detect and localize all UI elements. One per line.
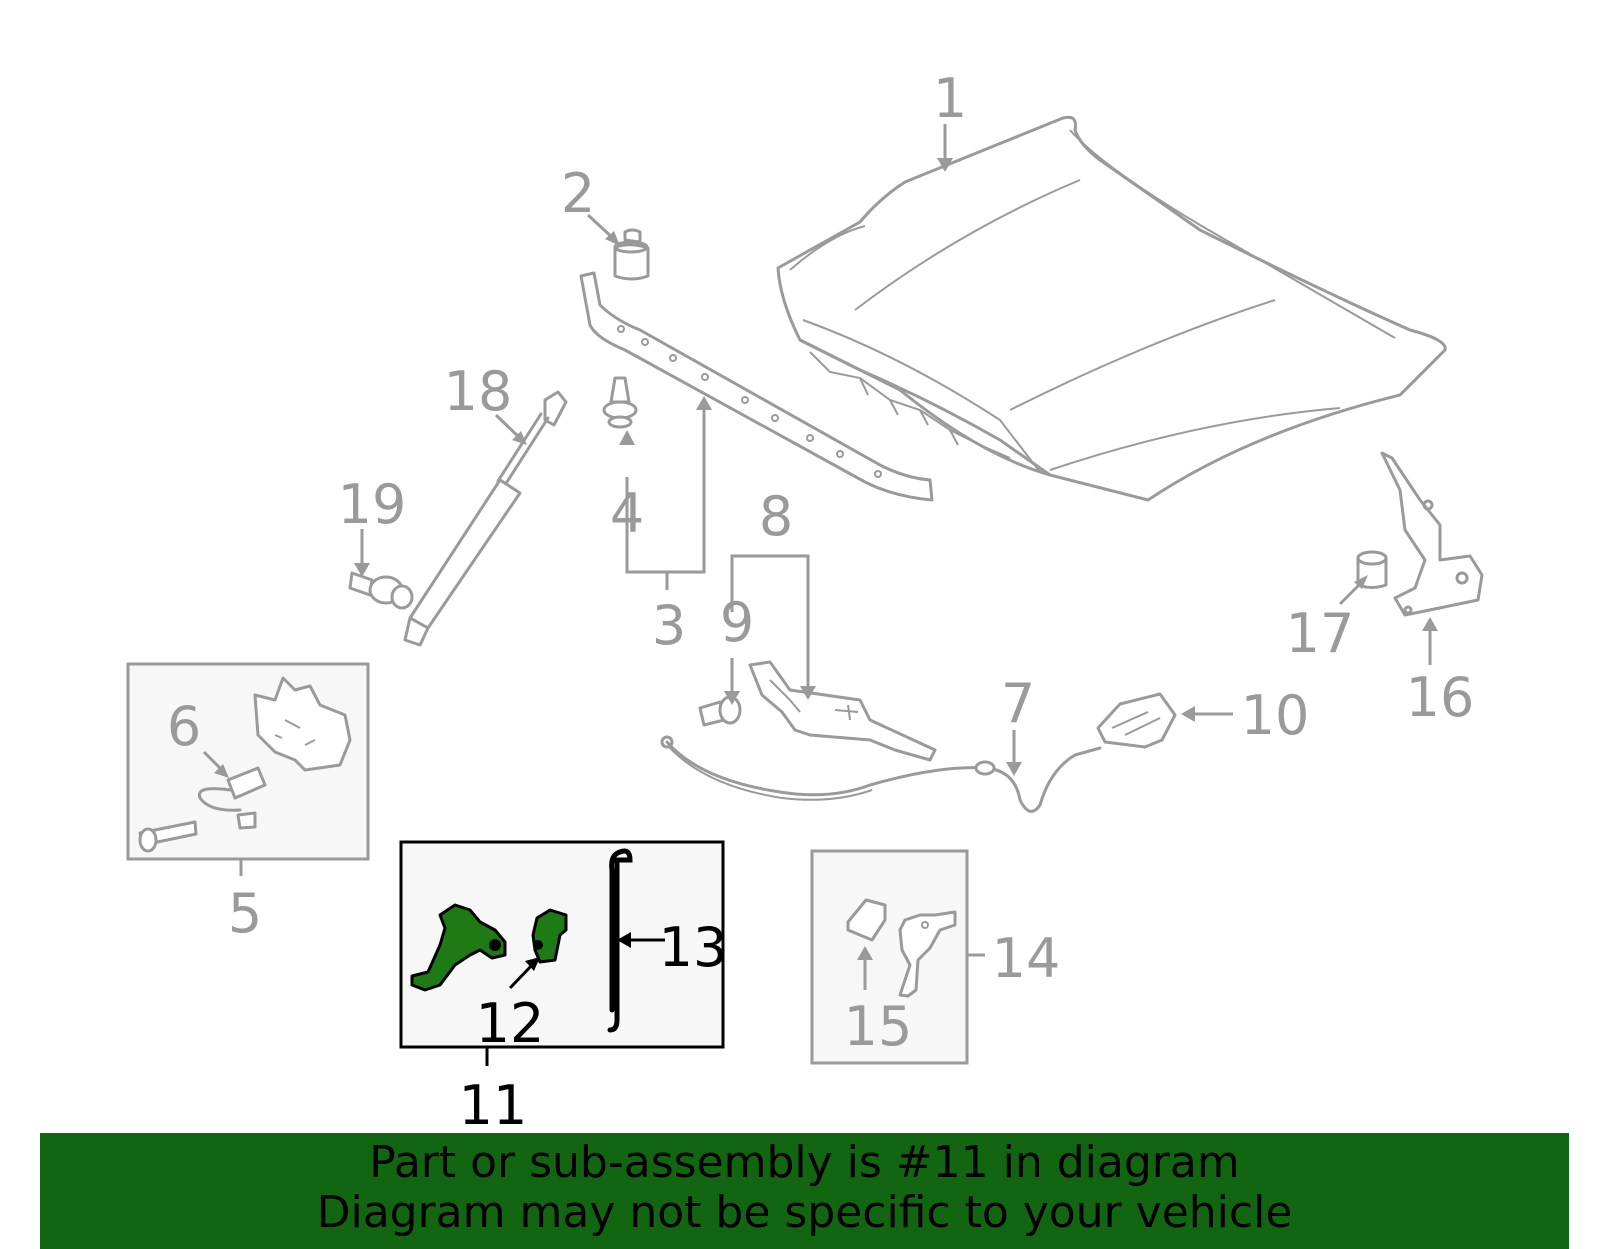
hinge-part bbox=[1380, 451, 1484, 617]
callout-12: 12 bbox=[476, 992, 545, 1055]
callout-5: 5 bbox=[228, 882, 262, 945]
callout-19: 19 bbox=[338, 473, 407, 536]
callout-15: 15 bbox=[844, 995, 913, 1058]
banner-line-2: Diagram may not be specific to your vehi… bbox=[316, 1187, 1293, 1238]
release-handle-part bbox=[1096, 692, 1177, 749]
callout-16: 16 bbox=[1406, 666, 1475, 729]
callout-3: 3 bbox=[652, 594, 686, 657]
info-banner: Part or sub-assembly is #11 in diagram D… bbox=[40, 1133, 1569, 1249]
hood-part bbox=[776, 115, 1447, 502]
callout-18: 18 bbox=[444, 360, 513, 423]
callout-7: 7 bbox=[1001, 672, 1035, 735]
callout-8: 8 bbox=[759, 485, 793, 548]
banner-line-1: Part or sub-assembly is #11 in diagram bbox=[369, 1137, 1240, 1188]
leader-lines bbox=[202, 124, 1438, 1066]
callout-11: 11 bbox=[459, 1074, 528, 1137]
lift-support-part bbox=[403, 390, 568, 647]
bolt-part-19 bbox=[348, 571, 414, 610]
callout-13: 13 bbox=[659, 916, 728, 979]
callout-10: 10 bbox=[1241, 684, 1310, 747]
callout-4: 4 bbox=[610, 482, 644, 545]
callout-labels: 1 2 3 4 5 6 7 8 9 10 11 12 13 14 15 16 1… bbox=[167, 67, 1475, 1137]
callout-1: 1 bbox=[933, 67, 967, 130]
callout-2: 2 bbox=[561, 162, 595, 225]
group-14-box bbox=[810, 849, 969, 1065]
clip-part-2 bbox=[613, 228, 650, 281]
group-11-box bbox=[399, 840, 725, 1049]
callout-6: 6 bbox=[167, 695, 201, 758]
bolt-part-9 bbox=[698, 695, 742, 727]
callout-17: 17 bbox=[1286, 602, 1355, 665]
group-5-box bbox=[126, 662, 370, 861]
release-cable-part bbox=[660, 735, 1102, 813]
weatherstrip-part bbox=[579, 271, 934, 502]
callout-14: 14 bbox=[992, 927, 1061, 990]
hood-lock-part bbox=[748, 660, 937, 762]
callout-9: 9 bbox=[720, 591, 754, 654]
clip-part-4 bbox=[602, 376, 638, 429]
